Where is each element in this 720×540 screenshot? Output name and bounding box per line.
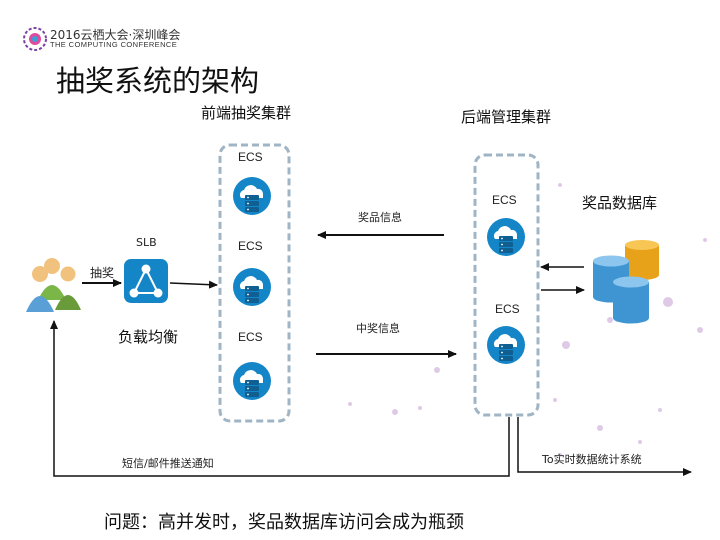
win-info-label: 中奖信息: [356, 322, 400, 335]
front-ecs-2-icon: [233, 268, 271, 306]
notify-label: 短信/邮件推送通知: [122, 457, 214, 470]
arrow-realtime: [517, 417, 692, 476]
users-icon: [26, 258, 81, 312]
front-ecs-1-label: ECS: [238, 150, 263, 164]
back-ecs-2-icon: [487, 326, 525, 364]
slb-icon: [124, 259, 168, 303]
background-dots: [348, 183, 707, 457]
question-text: 问题：高并发时，奖品数据库访问会成为瓶颈: [104, 512, 464, 533]
front-ecs-3-icon: [233, 362, 271, 400]
front-cluster-title: 前端抽奖集群: [201, 104, 292, 122]
back-ecs-2-label: ECS: [495, 302, 520, 316]
slb-caption: 负载均衡: [118, 328, 179, 346]
prize-info-label: 奖品信息: [358, 211, 402, 224]
arrow-notify: [50, 320, 510, 477]
conference-subtitle: THE COMPUTING CONFERENCE: [50, 40, 178, 49]
front-ecs-3-label: ECS: [238, 330, 263, 344]
slb-label: SLB: [136, 236, 157, 249]
database-icon: [593, 240, 659, 324]
back-cluster-title: 后端管理集群: [461, 108, 552, 126]
arrow-slb-to-front: [169, 280, 218, 289]
conference-logo-icon: [23, 27, 47, 51]
back-ecs-1-label: ECS: [492, 193, 517, 207]
realtime-label: To实时数据统计系统: [542, 453, 642, 466]
database-label: 奖品数据库: [582, 194, 658, 212]
front-ecs-2-label: ECS: [238, 239, 263, 253]
slide-title: 抽奖系统的架构: [56, 64, 260, 98]
back-ecs-1-icon: [487, 218, 525, 256]
conference-name: 2016云栖大会·深圳峰会: [50, 28, 181, 42]
draw-label: 抽奖: [90, 266, 115, 280]
front-ecs-1-icon: [233, 177, 271, 215]
